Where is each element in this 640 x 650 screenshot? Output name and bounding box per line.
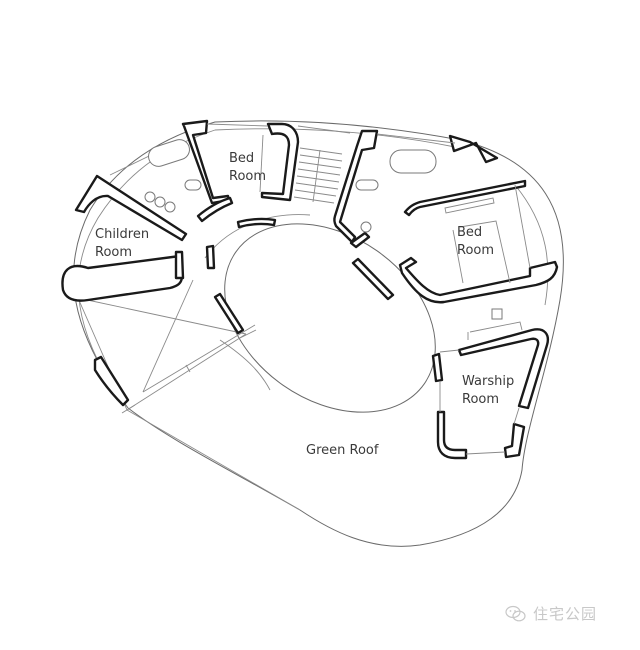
warship-room-walls	[431, 308, 549, 460]
bed-room-2-walls	[333, 129, 559, 304]
courtyard-wall-segments	[93, 217, 395, 407]
staircase	[293, 125, 351, 204]
outer-boundary	[73, 120, 564, 547]
children-room-label-line2: Room	[95, 245, 132, 260]
warship-room-label-line2: Room	[462, 392, 499, 407]
bed-room-1-label-line2: Room	[229, 169, 266, 184]
bed-room-1-label-line1: Bed	[229, 151, 254, 166]
construction-lines	[77, 279, 301, 511]
watermark: 住宅公园	[505, 603, 597, 624]
wechat-icon	[505, 605, 526, 621]
room-labels: Children Room Bed Room Bed Room Warship …	[95, 151, 514, 458]
bed-room-1-walls	[181, 119, 300, 223]
children-room-label-line1: Children	[95, 227, 149, 242]
watermark-text: 住宅公园	[533, 605, 598, 623]
bed-room-2-label-line2: Room	[457, 243, 494, 258]
bathroom-1	[109, 139, 202, 213]
bed-room-2-label-line1: Bed	[457, 225, 482, 240]
green-roof-label: Green Roof	[306, 443, 379, 458]
warship-room-label-line1: Warship	[462, 374, 514, 389]
children-room-walls	[61, 174, 188, 302]
